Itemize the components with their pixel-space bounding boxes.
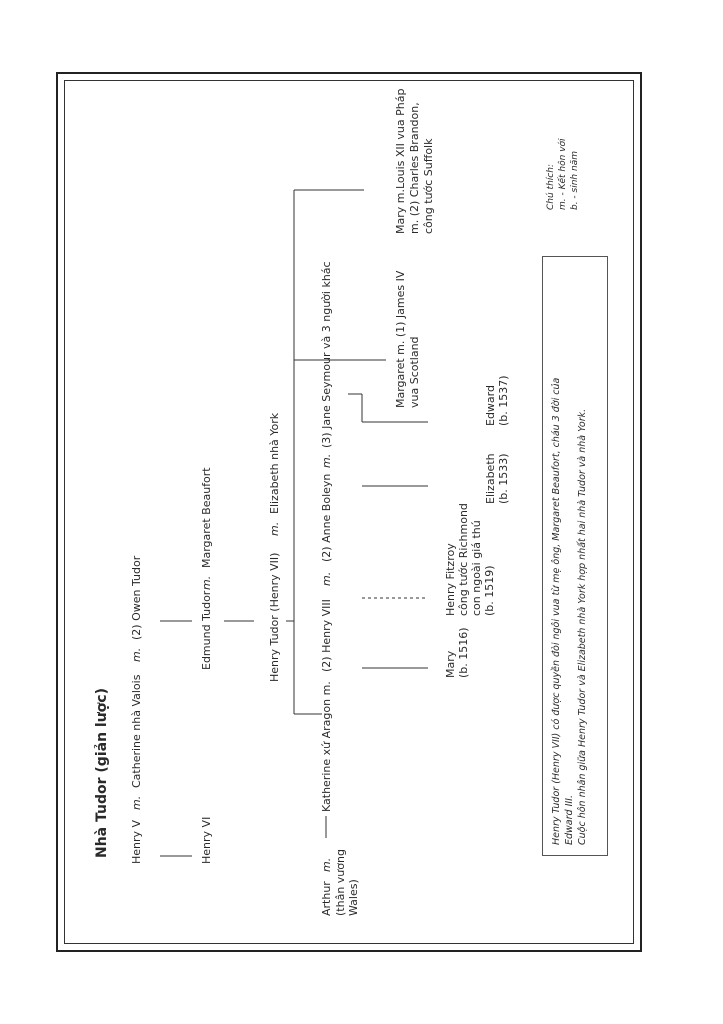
marriage-m: m. [320,453,333,468]
owen-tudor: (2) Owen Tudor [130,555,143,640]
henry-vi: Henry VI [200,816,213,864]
mary-tudor-suffolk: công tước Suffolk [422,138,435,234]
edward-vi: Edward (b. 1537) [484,375,510,426]
mary-tudor: Mary m.Louis XII vua Pháp [394,88,407,234]
mary-tudor-second: m. (2) Charles Brandon, [408,102,421,234]
note-line-2: Edward III. [564,794,575,845]
jane-seymour: (3) Jane Seymour và 3 người khác [320,261,333,448]
margaret-tudor-title: vua Scotland [408,336,421,408]
arthur: Arthur [320,881,333,916]
connector-lines [160,189,428,857]
elizabeth-york: Elizabeth nhà York [268,412,281,514]
note-box: Henry Tudor (Henry VII) có được quyền đò… [542,256,608,856]
mary-i: Mary (b. 1516) [444,627,470,678]
family-tree-diagram: Nhà Tudor (giản lược) Henry V m. Catheri… [64,80,634,944]
marriage-m: m. [130,647,143,662]
katherine-aragon: Katherine xứ Aragon m. [320,681,333,812]
margaret-tudor: Margaret m. (1) James IV [394,270,407,408]
legend-married: m. - Kết hôn với [558,138,568,210]
legend-heading: Chú thích: [546,164,556,210]
legend-born: b. - sinh năm [570,151,580,210]
marriage-m: m. [130,795,143,810]
henry-vii: Henry Tudor (Henry VII) [268,552,281,682]
outer-border [56,72,642,952]
note-line-3: Cuộc hôn nhân giữa Henry Tudor và Elizab… [577,408,588,845]
henry-fitzroy: Henry Fitzroy công tước Richmond con ngo… [444,503,496,616]
arthur-title: (thân vương Wales) [334,849,360,916]
henry-v: Henry V [130,819,143,864]
marriage-m: m. [320,571,333,586]
marriage-m: m. [320,857,333,872]
anne-boleyn: (2) Anne Boleyn [320,473,333,562]
note-line-1: Henry Tudor (Henry VII) có được quyền đò… [551,377,562,845]
elizabeth-i: Elizabeth (b. 1533) [484,453,510,504]
margaret-beaufort: Margaret Beaufort [200,467,213,568]
catherine-valois: Catherine nhà Valois [130,674,143,788]
henry-viii: (2) Henry VIII [320,599,333,672]
marriage-m: m. [268,521,281,536]
marriage-m: m. [200,575,213,590]
inner-border [64,80,634,944]
page-title: Nhà Tudor (giản lược) [94,688,110,858]
edmund-tudor: Edmund Tudor [200,590,213,670]
